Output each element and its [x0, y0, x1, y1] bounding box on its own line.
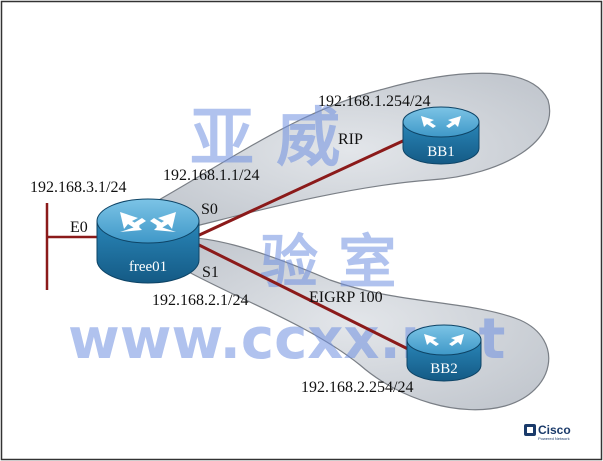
e0-interface-label: E0: [70, 219, 88, 236]
cisco-logo-subtext: Powered Network: [538, 436, 570, 441]
s1-link: [194, 241, 411, 352]
router-bb1-name: BB1: [427, 144, 455, 160]
router-bb2[interactable]: BB2: [406, 324, 482, 382]
s0-interface-label: S0: [201, 201, 218, 218]
cisco-logo: Cisco Powered Network: [524, 423, 571, 441]
router-free01-name: free01: [129, 259, 167, 275]
free01-s0-ip-label: 192.168.1.1/24: [163, 167, 259, 184]
bb2-ip-label: 192.168.2.254/24: [301, 379, 413, 396]
eigrp-protocol-label: EIGRP 100: [309, 289, 383, 306]
free01-e0-ip-label: 192.168.3.1/24: [30, 179, 126, 196]
router-bb1[interactable]: BB1: [402, 106, 480, 165]
router-arrows-icon: [421, 116, 461, 128]
router-free01[interactable]: free01: [96, 198, 200, 284]
watermark-line2: 验 室: [260, 228, 396, 296]
watermark-line1: 亚 威: [190, 102, 340, 176]
rip-protocol-label: RIP: [338, 131, 363, 148]
s1-interface-label: S1: [202, 264, 219, 281]
free01-s1-ip-label: 192.168.2.1/24: [152, 292, 248, 309]
bb1-ip-label: 192.168.1.254/24: [318, 93, 430, 110]
router-arrows-icon: [424, 334, 464, 346]
cisco-logo-text: Cisco: [538, 423, 571, 437]
router-arrows-icon: [120, 212, 176, 232]
s0-link: [194, 138, 406, 239]
router-bb2-name: BB2: [430, 361, 458, 377]
